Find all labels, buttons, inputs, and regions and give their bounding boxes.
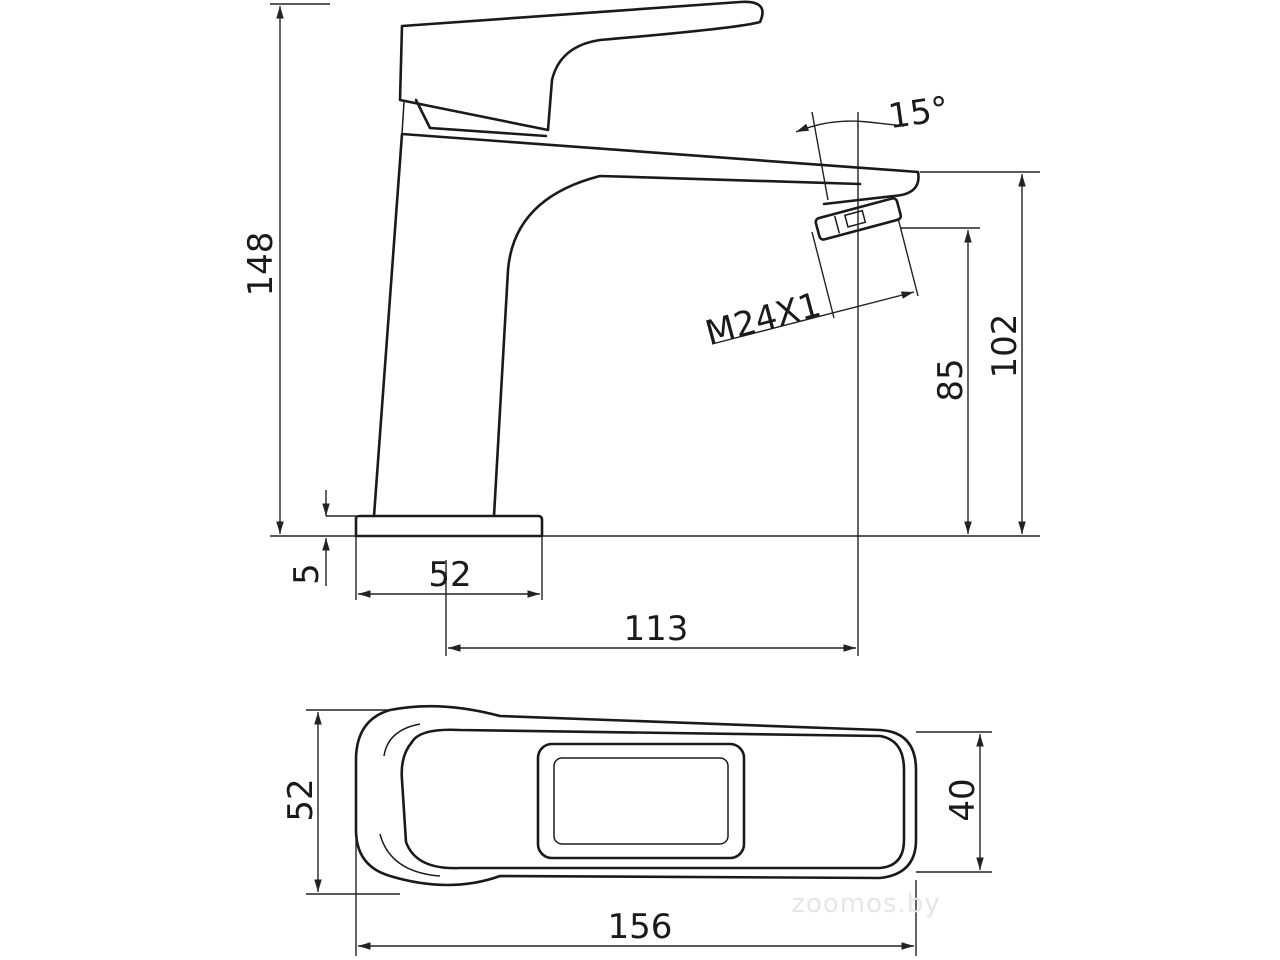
dim-aerator-height: 85 [931, 358, 971, 401]
dim-thread: M24X1 [701, 285, 825, 354]
dim-spout-reach: 113 [624, 609, 689, 649]
side-view: 148 5 52 113 85 102 M24X1 15° [241, 0, 1040, 656]
top-outline [354, 704, 918, 887]
dim-angle: 15° [886, 89, 951, 137]
dim-spout-height: 102 [985, 314, 1025, 379]
dim-base-width: 52 [428, 555, 471, 595]
dim-top-width: 52 [281, 778, 321, 821]
faucet-body [372, 132, 920, 518]
cartridge-window [536, 742, 746, 860]
top-view: 52 40 156 zoomos.by [281, 704, 992, 956]
dim-base-thickness: 5 [287, 563, 327, 585]
watermark: zoomos.by [791, 889, 940, 919]
lever-handle [398, 0, 764, 138]
dim-total-height: 148 [241, 232, 281, 297]
dim-handle-width: 40 [943, 778, 983, 821]
base-plate [354, 514, 544, 538]
aerator [814, 197, 903, 241]
dim-top-length: 156 [608, 907, 673, 947]
handle-top-outline [400, 728, 906, 870]
